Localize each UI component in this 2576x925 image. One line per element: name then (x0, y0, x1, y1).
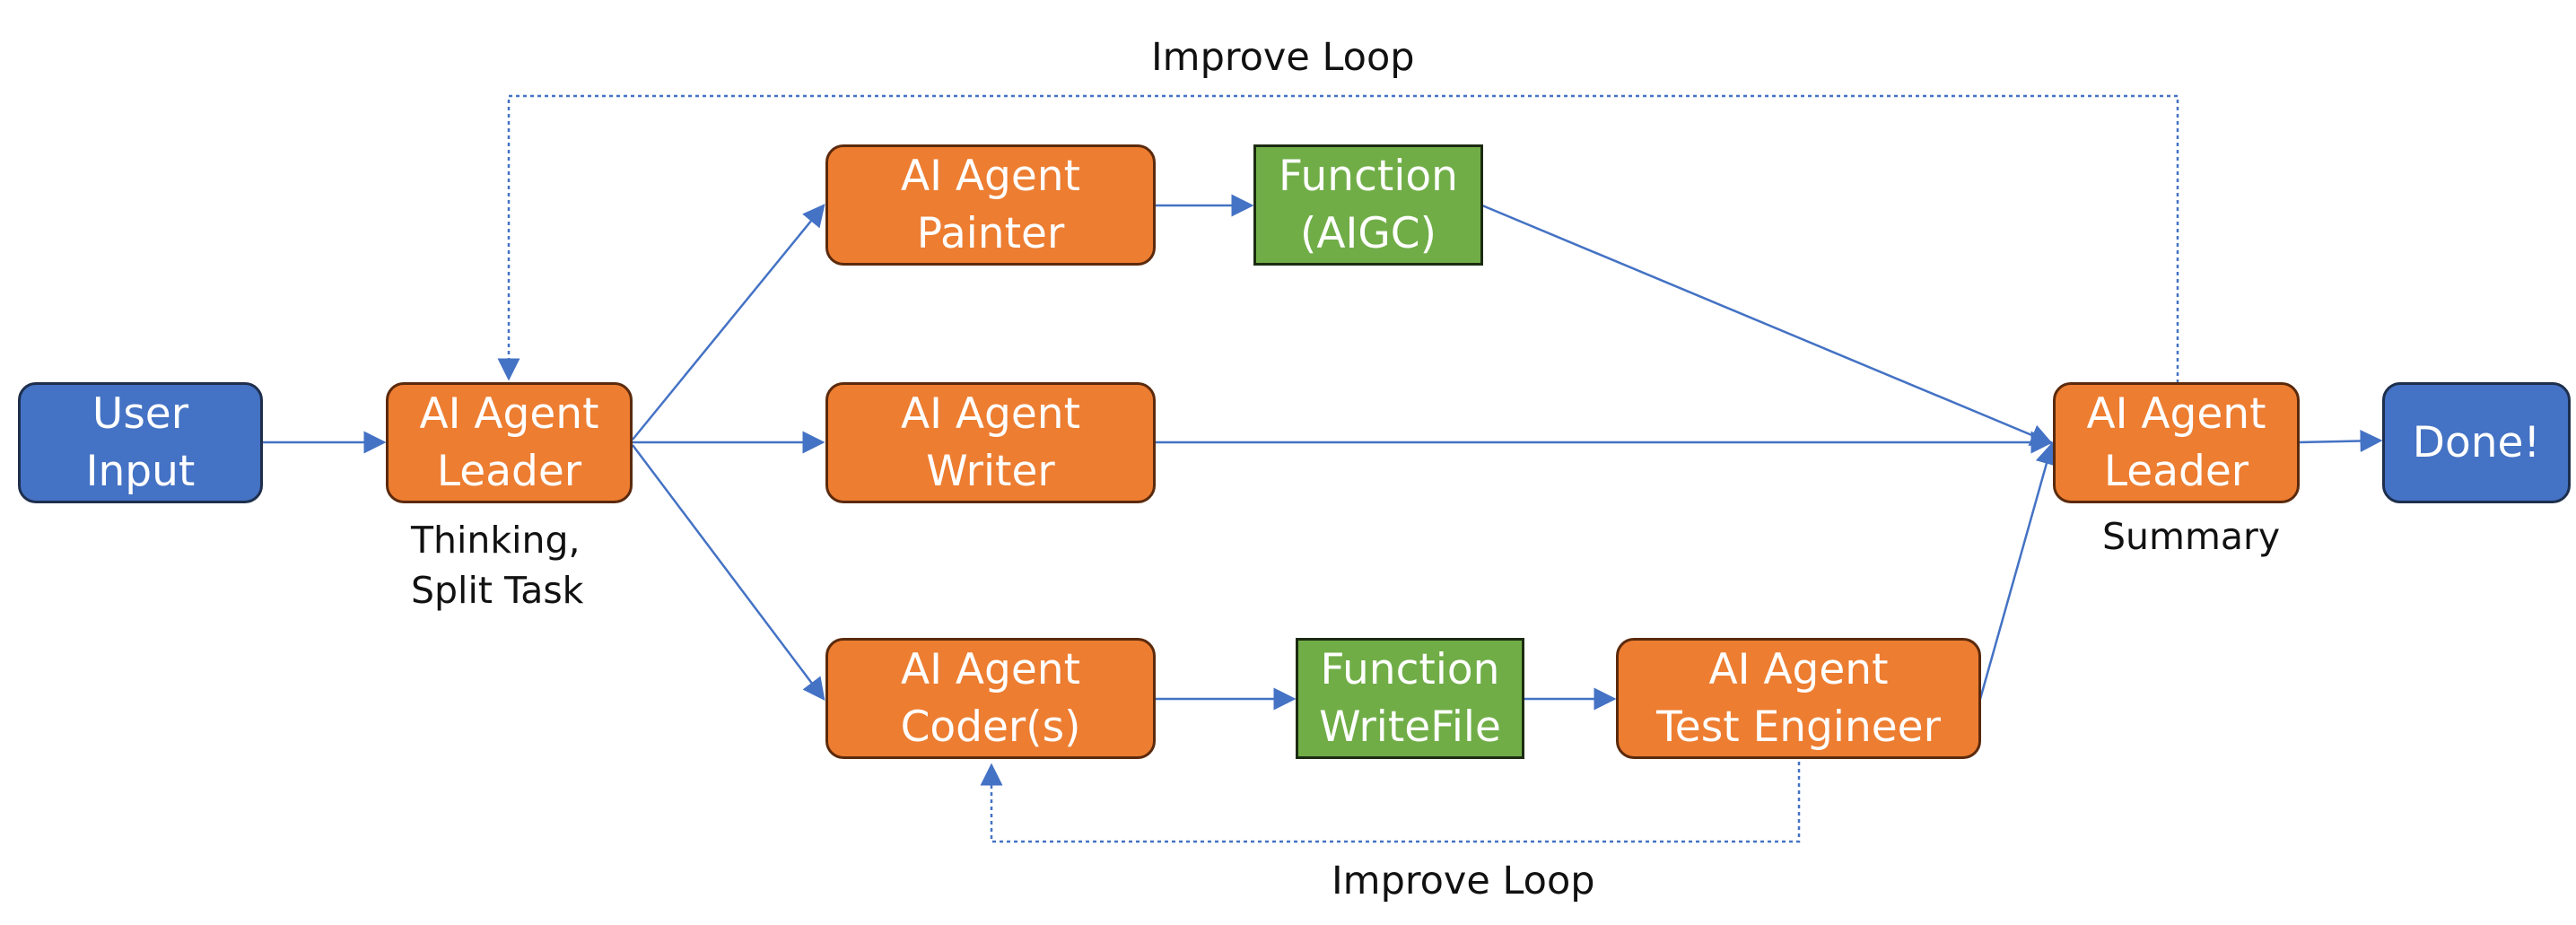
caption-leader-start: Thinking, Split Task (411, 515, 583, 615)
arrow-leader-end-to-done (2298, 429, 2383, 452)
node-painter: AI Agent Painter (825, 144, 1156, 266)
bottom-improve-loop-line (980, 762, 1801, 843)
node-writer-line1: AI Agent (900, 388, 1081, 439)
node-done-label: Done! (2412, 417, 2541, 467)
node-function-writefile: Function WriteFile (1296, 638, 1524, 759)
arrow-leader-to-coders (632, 444, 825, 701)
node-painter-line2: Painter (916, 208, 1065, 258)
node-function-aigc-line1: Function (1279, 151, 1458, 201)
node-user-input: User Input (18, 382, 263, 503)
bottom-loop-label: Improve Loop (1332, 859, 1595, 903)
arrow-leader-to-painter (632, 204, 825, 441)
node-function-aigc-line2: (AIGC) (1300, 208, 1436, 258)
node-test-engineer: AI Agent Test Engineer (1616, 638, 1981, 759)
node-leader-end: AI Agent Leader (2053, 382, 2300, 503)
node-painter-line1: AI Agent (900, 151, 1081, 201)
arrow-test-to-leader-end (1978, 441, 2057, 700)
node-test-engineer-line1: AI Agent (1708, 644, 1889, 694)
node-user-input-line1: User (92, 388, 189, 439)
node-function-writefile-line1: Function (1320, 644, 1500, 694)
node-leader-start-line2: Leader (436, 446, 582, 496)
caption-leader-end-line1: Summary (2102, 515, 2281, 558)
caption-leader-end: Summary (2102, 511, 2280, 562)
node-done: Done! (2382, 382, 2571, 503)
arrow-aigc-to-leader-end (1481, 204, 2054, 446)
node-function-writefile-line2: WriteFile (1319, 702, 1501, 752)
node-writer: AI Agent Writer (825, 382, 1156, 503)
node-coders: AI Agent Coder(s) (825, 638, 1156, 759)
node-user-input-line2: Input (85, 446, 196, 496)
node-leader-start-line1: AI Agent (419, 388, 599, 439)
node-leader-start: AI Agent Leader (386, 382, 633, 503)
node-writer-line2: Writer (926, 446, 1055, 496)
node-test-engineer-line2: Test Engineer (1656, 702, 1941, 752)
caption-leader-start-line1: Thinking, (411, 519, 581, 562)
node-leader-end-line2: Leader (2103, 446, 2249, 496)
top-improve-loop-line (497, 94, 2179, 383)
node-leader-end-line1: AI Agent (2086, 388, 2266, 439)
node-coders-line2: Coder(s) (900, 702, 1081, 752)
top-loop-label: Improve Loop (1151, 35, 1415, 80)
caption-leader-start-line2: Split Task (411, 569, 584, 612)
node-coders-line1: AI Agent (900, 644, 1081, 694)
node-function-aigc: Function (AIGC) (1253, 144, 1483, 266)
